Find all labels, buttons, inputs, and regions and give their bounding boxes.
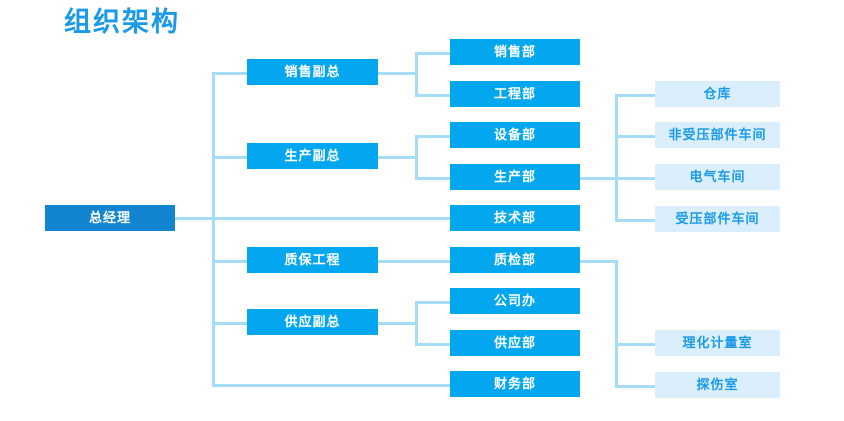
node-warehouse[interactable]: 仓库: [655, 81, 780, 107]
node-non-pressure-parts-workshop[interactable]: 非受压部件车间: [655, 122, 780, 148]
connector-vp-supply-trunk: [415, 301, 418, 346]
node-engineering-dept[interactable]: 工程部: [450, 81, 580, 107]
connector-trunk-to-finance: [212, 384, 451, 387]
connector-to-prod: [415, 177, 451, 180]
connector-prod-out: [580, 177, 618, 180]
node-production-dept[interactable]: 生产部: [450, 164, 580, 190]
node-sales-dept[interactable]: 销售部: [450, 39, 580, 65]
connector-root-to-trunk: [175, 217, 213, 220]
connector-to-eng: [415, 94, 451, 97]
connector-trunk-to-tech: [212, 217, 451, 220]
connector-to-warehouse: [615, 94, 656, 97]
node-general-manager[interactable]: 总经理: [45, 205, 175, 231]
connector-trunk-to-vp-supply: [212, 322, 248, 325]
connector-qa-eng-to-qc: [378, 260, 453, 263]
connector-vp-sales-out: [378, 72, 418, 75]
node-quality-inspection-dept[interactable]: 质检部: [450, 247, 580, 273]
connector-vp-sales-trunk: [415, 52, 418, 97]
connector-trunk-to-vp-prod: [212, 156, 248, 159]
connector-to-press: [615, 219, 656, 222]
node-equipment-dept[interactable]: 设备部: [450, 122, 580, 148]
node-finance-dept[interactable]: 财务部: [450, 371, 580, 397]
node-vp-supply[interactable]: 供应副总: [247, 309, 378, 335]
connector-to-ndt: [615, 385, 656, 388]
connector-trunk-to-qa-eng: [212, 260, 248, 263]
node-physical-chemical-metrology-room[interactable]: 理化计量室: [655, 330, 780, 356]
connector-main-trunk: [212, 72, 215, 387]
connector-to-supply: [415, 343, 451, 346]
connector-trunk-to-vp-sales: [212, 72, 248, 75]
connector-vp-prod-trunk: [415, 135, 418, 180]
connector-to-office: [415, 301, 451, 304]
connector-workshop-trunk: [615, 94, 618, 222]
node-electrical-workshop[interactable]: 电气车间: [655, 164, 780, 190]
connector-to-sales: [415, 52, 451, 55]
node-flaw-detection-room[interactable]: 探伤室: [655, 372, 780, 398]
connector-to-lab: [615, 343, 656, 346]
connector-qc-out: [580, 260, 618, 263]
connector-to-equip: [415, 135, 451, 138]
node-supply-dept[interactable]: 供应部: [450, 330, 580, 356]
node-pressure-parts-workshop[interactable]: 受压部件车间: [655, 206, 780, 232]
node-company-office[interactable]: 公司办: [450, 288, 580, 314]
connector-vp-prod-out: [378, 156, 418, 159]
node-vp-production[interactable]: 生产副总: [247, 143, 378, 169]
page-title: 组织架构: [64, 7, 180, 38]
node-technology-dept[interactable]: 技术部: [450, 205, 580, 231]
connector-to-nonpress: [615, 135, 656, 138]
node-vp-sales[interactable]: 销售副总: [247, 59, 378, 85]
connector-vp-supply-out: [378, 322, 418, 325]
node-qa-engineering[interactable]: 质保工程: [247, 247, 378, 273]
connector-to-electric: [615, 177, 656, 180]
connector-lab-trunk: [615, 260, 618, 388]
